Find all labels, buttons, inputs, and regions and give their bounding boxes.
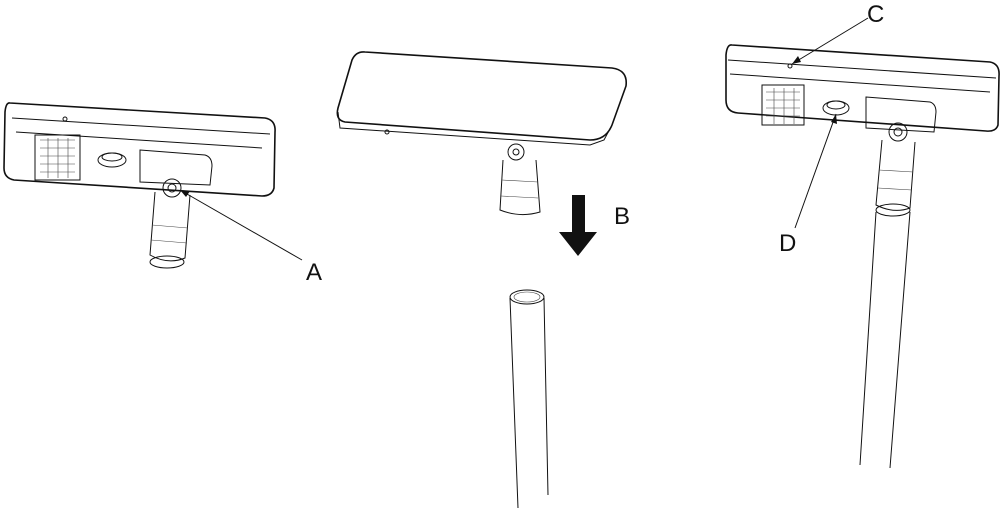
callout-label-d: D (779, 230, 796, 257)
fixture-right-mounted (725, 44, 1000, 469)
pole-middle (509, 289, 549, 508)
callout-label-b: B (614, 203, 630, 230)
leader-lines (179, 17, 869, 261)
fixture-left-underside (3, 102, 276, 269)
fixture-middle-top (336, 51, 628, 216)
callout-label-a: A (306, 259, 322, 286)
leader-line-d (794, 113, 837, 229)
callout-label-c: C (867, 1, 884, 28)
leader-line-c (791, 17, 869, 65)
downward-arrow-icon (559, 195, 597, 256)
leader-line-a (179, 189, 303, 261)
